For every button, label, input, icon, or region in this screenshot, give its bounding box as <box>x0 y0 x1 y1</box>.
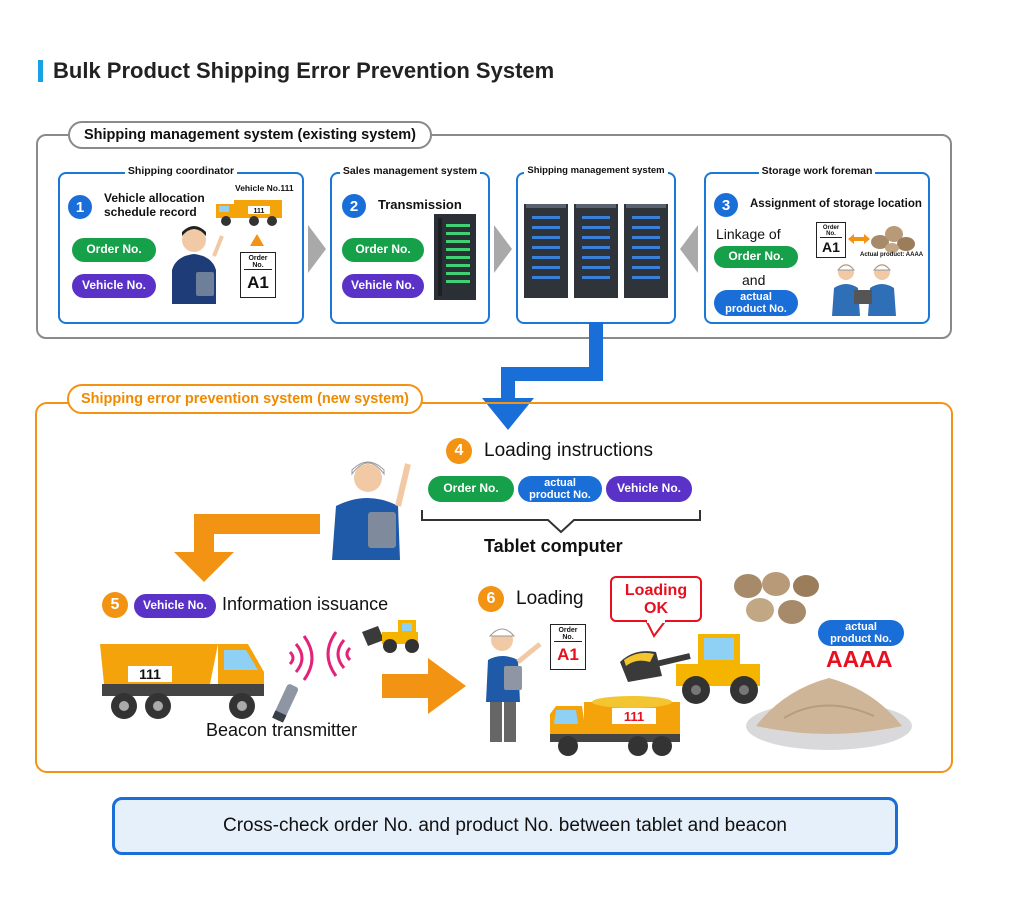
step-5-heading: Information issuance <box>222 594 389 614</box>
dump-truck-loading-icon: 111 <box>550 696 680 756</box>
loading-ok-bubble: Loading OK <box>610 576 702 622</box>
truck-number-text: 111 <box>624 709 644 724</box>
wheel-loader-icon <box>362 620 419 653</box>
bracket-icon <box>421 510 701 534</box>
beacon-transmitter-label: Beacon transmitter <box>206 720 358 740</box>
panel-title-text: Shipping coordinator <box>124 165 238 177</box>
panel-title: Storage work foreman <box>706 165 928 177</box>
order-card-value: A1 <box>822 239 840 255</box>
double-arrow-icon <box>848 234 870 244</box>
heading-line: Vehicle allocation <box>104 191 205 205</box>
step-5-badge: 5 <box>102 592 128 618</box>
step-3-badge: 3 <box>714 193 738 217</box>
server-icon <box>434 214 476 300</box>
step-2-badge: 2 <box>342 194 366 218</box>
truck-number-text: 111 <box>254 208 265 215</box>
footer-text: Cross-check order No. and product No. be… <box>223 815 787 836</box>
tag-line: product No. <box>725 303 787 315</box>
panel-title: Sales management system <box>332 165 488 177</box>
tag-order-no: Order No. <box>428 476 514 502</box>
beacon-device-icon <box>272 684 299 723</box>
panel-title: Shipping management system <box>518 165 674 176</box>
new-system-box <box>35 402 953 773</box>
new-system-label: Shipping error prevention system (new sy… <box>67 384 423 414</box>
truck-number-text: 111 <box>139 666 161 682</box>
tag-line: actual <box>845 620 877 633</box>
product-value: AAAA <box>826 646 893 672</box>
tag-line: product No. <box>830 633 892 645</box>
coordinator-person-icon <box>172 226 224 304</box>
step-6-badge: 6 <box>478 586 504 612</box>
wheel-loader-icon <box>620 634 760 704</box>
bubble-line: Loading <box>624 582 688 599</box>
tag-line: actual <box>544 476 576 489</box>
tablet-computer-label: Tablet computer <box>484 536 623 556</box>
tag-line: product No. <box>529 489 591 501</box>
tag-vehicle-no: Vehicle No. <box>72 274 156 298</box>
linkage-text: Linkage of <box>716 226 781 242</box>
page-title-text: Bulk Product Shipping Error Prevention S… <box>53 58 555 83</box>
heading-line: schedule record <box>104 204 197 219</box>
chevron-right-icon <box>308 225 326 273</box>
flow-arrow-down <box>482 322 603 430</box>
chevron-left-icon <box>680 225 698 273</box>
step-4-heading: Loading instructions <box>484 440 653 461</box>
existing-system-label: Shipping management system (existing sys… <box>68 121 432 149</box>
bubble-tail-icon <box>644 620 668 638</box>
step-2-heading: Transmission <box>378 197 462 212</box>
tag-line: actual <box>740 290 772 303</box>
panel-title-text: Sales management system <box>339 165 481 177</box>
rocks-icon <box>871 226 915 253</box>
tag-vehicle-no: Vehicle No. <box>134 594 216 618</box>
page-title: Bulk Product Shipping Error Prevention S… <box>38 58 554 84</box>
flow-arrow-right <box>382 658 466 714</box>
order-card: Order No. A1 <box>550 624 586 670</box>
order-card-label: Order No. <box>820 225 842 238</box>
signal-waves-icon <box>288 635 314 681</box>
tag-order-no: Order No. <box>714 246 798 268</box>
tag-order-no: Order No. <box>72 238 156 262</box>
step-4-badge: 4 <box>446 438 472 464</box>
chevron-right-icon <box>494 225 512 273</box>
tag-vehicle-no: Vehicle No. <box>606 476 692 502</box>
actual-product-label: Actual product: AAAA <box>860 252 924 258</box>
order-card-label: Order No. <box>244 255 272 270</box>
and-text: and <box>742 272 766 288</box>
panel-title-text: Shipping management system <box>524 165 668 176</box>
existing-system-box <box>36 134 952 339</box>
tag-order-no: Order No. <box>342 238 424 262</box>
loading-worker-icon <box>486 628 542 742</box>
cross-check-footer: Cross-check order No. and product No. be… <box>112 797 898 855</box>
order-card: Order No. A1 <box>816 222 846 258</box>
vehicle-number-label: Vehicle No.111 <box>235 183 294 193</box>
up-arrow-icon <box>250 234 264 246</box>
truck-icon: 111 <box>216 200 282 226</box>
flow-arrow-down-left <box>174 514 320 582</box>
order-card: Order No. A1 <box>240 252 276 298</box>
bubble-line: OK <box>644 599 668 617</box>
server-rack-icon <box>524 204 668 298</box>
order-card-label: Order No. <box>554 627 582 642</box>
signal-waves-icon <box>326 631 352 677</box>
sand-pile-icon <box>746 678 912 750</box>
rocks-icon <box>734 572 819 624</box>
tablet-worker-icon <box>332 461 411 560</box>
dump-truck-icon: 111 <box>100 644 264 719</box>
workers-icon <box>832 264 896 316</box>
panel-title: Shipping coordinator <box>60 165 302 177</box>
title-accent-bar <box>38 60 43 82</box>
step-3-heading: Assignment of storage location <box>750 198 922 210</box>
step-6-heading: Loading <box>516 588 584 609</box>
step-1-badge: 1 <box>68 195 92 219</box>
tag-vehicle-no: Vehicle No. <box>342 274 424 298</box>
order-card-value: A1 <box>247 273 269 292</box>
order-card-value: A1 <box>557 645 579 664</box>
panel-title-text: Storage work foreman <box>758 165 876 177</box>
